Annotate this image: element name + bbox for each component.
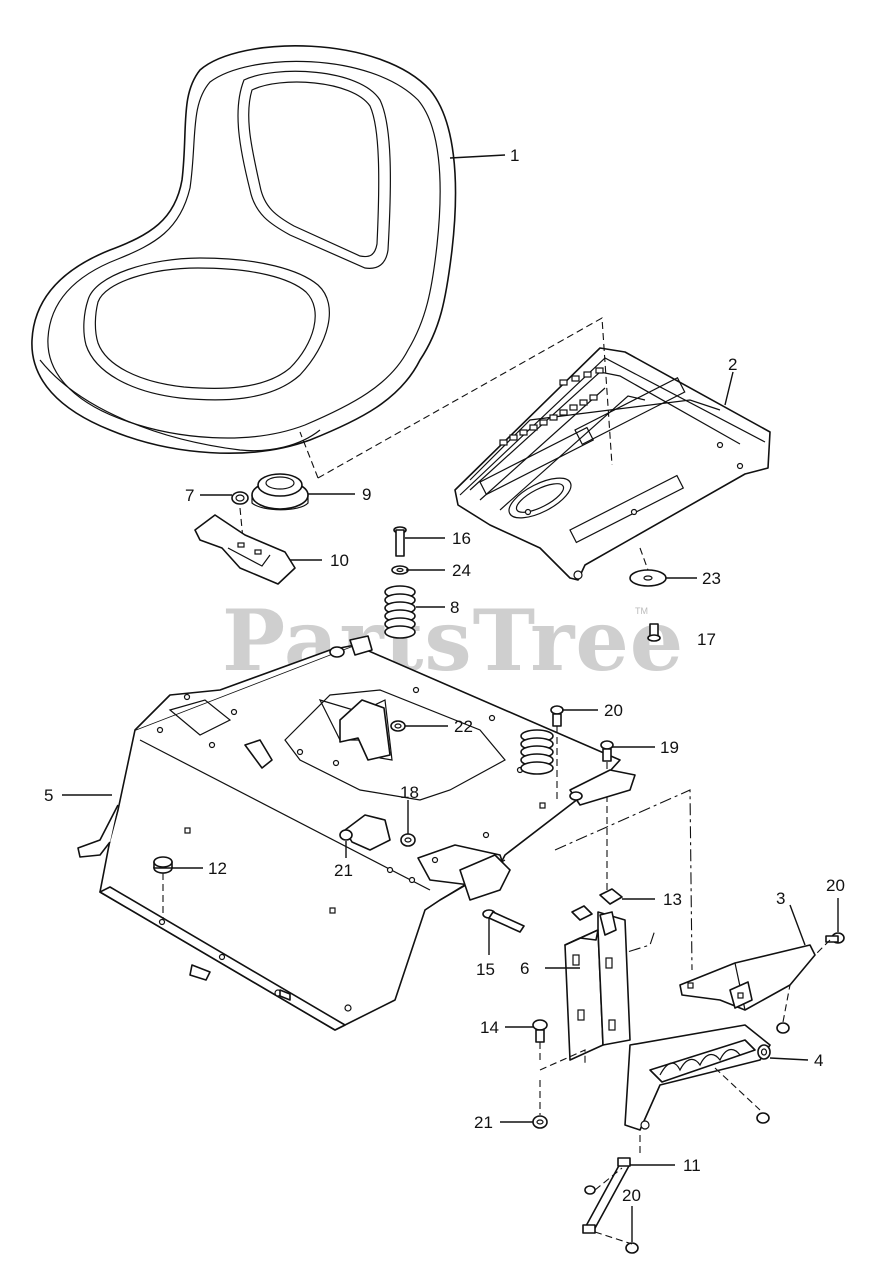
callout-7[interactable]: 7 bbox=[185, 486, 194, 505]
part-7-nut[interactable] bbox=[231, 491, 249, 505]
part-20-bolt-right[interactable] bbox=[825, 932, 845, 944]
part-18-nut[interactable] bbox=[400, 833, 416, 847]
lever-nut bbox=[776, 1022, 790, 1034]
part-19-bolt[interactable] bbox=[600, 740, 614, 762]
part-5-seat-frame[interactable] bbox=[77, 644, 621, 1031]
seat-pan-adjust-slots bbox=[499, 367, 604, 446]
callout-3[interactable]: 3 bbox=[776, 889, 785, 908]
callout-6[interactable]: 6 bbox=[520, 959, 529, 978]
part-17-bolt[interactable] bbox=[647, 623, 661, 642]
callout-18[interactable]: 18 bbox=[400, 783, 419, 802]
part-9-seat-switch[interactable] bbox=[251, 473, 309, 511]
frame-top-nut bbox=[329, 635, 373, 658]
part-8-spring-lower[interactable] bbox=[520, 729, 554, 775]
bracket-bolt bbox=[756, 1112, 770, 1124]
part-2-seat-pan[interactable] bbox=[454, 347, 771, 581]
part-10-switch-bracket[interactable] bbox=[194, 514, 296, 585]
part-4-slotted-bracket[interactable] bbox=[624, 1024, 771, 1131]
callout-17[interactable]: 17 bbox=[697, 630, 716, 649]
callout-11[interactable]: 11 bbox=[683, 1156, 701, 1175]
part-3-adjust-lever[interactable] bbox=[679, 944, 816, 1011]
part-24-washer[interactable] bbox=[391, 565, 409, 575]
callout-16[interactable]: 16 bbox=[452, 529, 471, 548]
part-21-nut-upper[interactable] bbox=[339, 829, 353, 841]
part-12-bumper[interactable] bbox=[153, 856, 173, 874]
callout-10[interactable]: 10 bbox=[330, 551, 349, 570]
watermark-trademark: TM bbox=[635, 606, 648, 616]
callout-21-upper[interactable]: 21 bbox=[334, 861, 353, 880]
part-1-seat[interactable] bbox=[31, 45, 457, 454]
callout-23[interactable]: 23 bbox=[702, 569, 721, 588]
callout-14[interactable]: 14 bbox=[480, 1018, 499, 1037]
part-16-bolt[interactable] bbox=[393, 526, 407, 557]
callout-20-upper[interactable]: 20 bbox=[604, 701, 623, 720]
part-11-link[interactable] bbox=[582, 1157, 639, 1254]
part-14-bolt[interactable] bbox=[532, 1019, 548, 1043]
callout-8[interactable]: 8 bbox=[450, 598, 459, 617]
callout-1[interactable]: 1 bbox=[510, 146, 519, 165]
callout-20-lower[interactable]: 20 bbox=[622, 1186, 641, 1205]
part-20-bolt-upper[interactable] bbox=[550, 705, 564, 727]
callout-9[interactable]: 9 bbox=[362, 485, 371, 504]
frame-right-tab bbox=[569, 769, 636, 806]
callout-labels: 1 2 3 4 5 6 7 8 9 10 11 12 13 14 15 16 1… bbox=[44, 146, 845, 1205]
callout-2[interactable]: 2 bbox=[728, 355, 737, 374]
part-8-spring-upper[interactable] bbox=[384, 585, 416, 639]
callout-24[interactable]: 24 bbox=[452, 561, 471, 580]
callout-19[interactable]: 19 bbox=[660, 738, 679, 757]
part-21-nut-lower[interactable] bbox=[532, 1115, 548, 1129]
part-23-washer[interactable] bbox=[629, 569, 667, 587]
leader-lines bbox=[62, 154, 839, 1242]
part-22-nut[interactable] bbox=[390, 720, 406, 732]
callout-4[interactable]: 4 bbox=[814, 1051, 823, 1070]
callout-5[interactable]: 5 bbox=[44, 786, 53, 805]
callout-21-lower[interactable]: 21 bbox=[474, 1113, 493, 1132]
callout-20-right[interactable]: 20 bbox=[826, 876, 845, 895]
callout-22[interactable]: 22 bbox=[454, 717, 473, 736]
callout-13[interactable]: 13 bbox=[663, 890, 682, 909]
callout-12[interactable]: 12 bbox=[208, 859, 227, 878]
part-6-bracket[interactable] bbox=[564, 911, 631, 1061]
callout-15[interactable]: 15 bbox=[476, 960, 495, 979]
part-13-clip[interactable] bbox=[571, 888, 623, 921]
